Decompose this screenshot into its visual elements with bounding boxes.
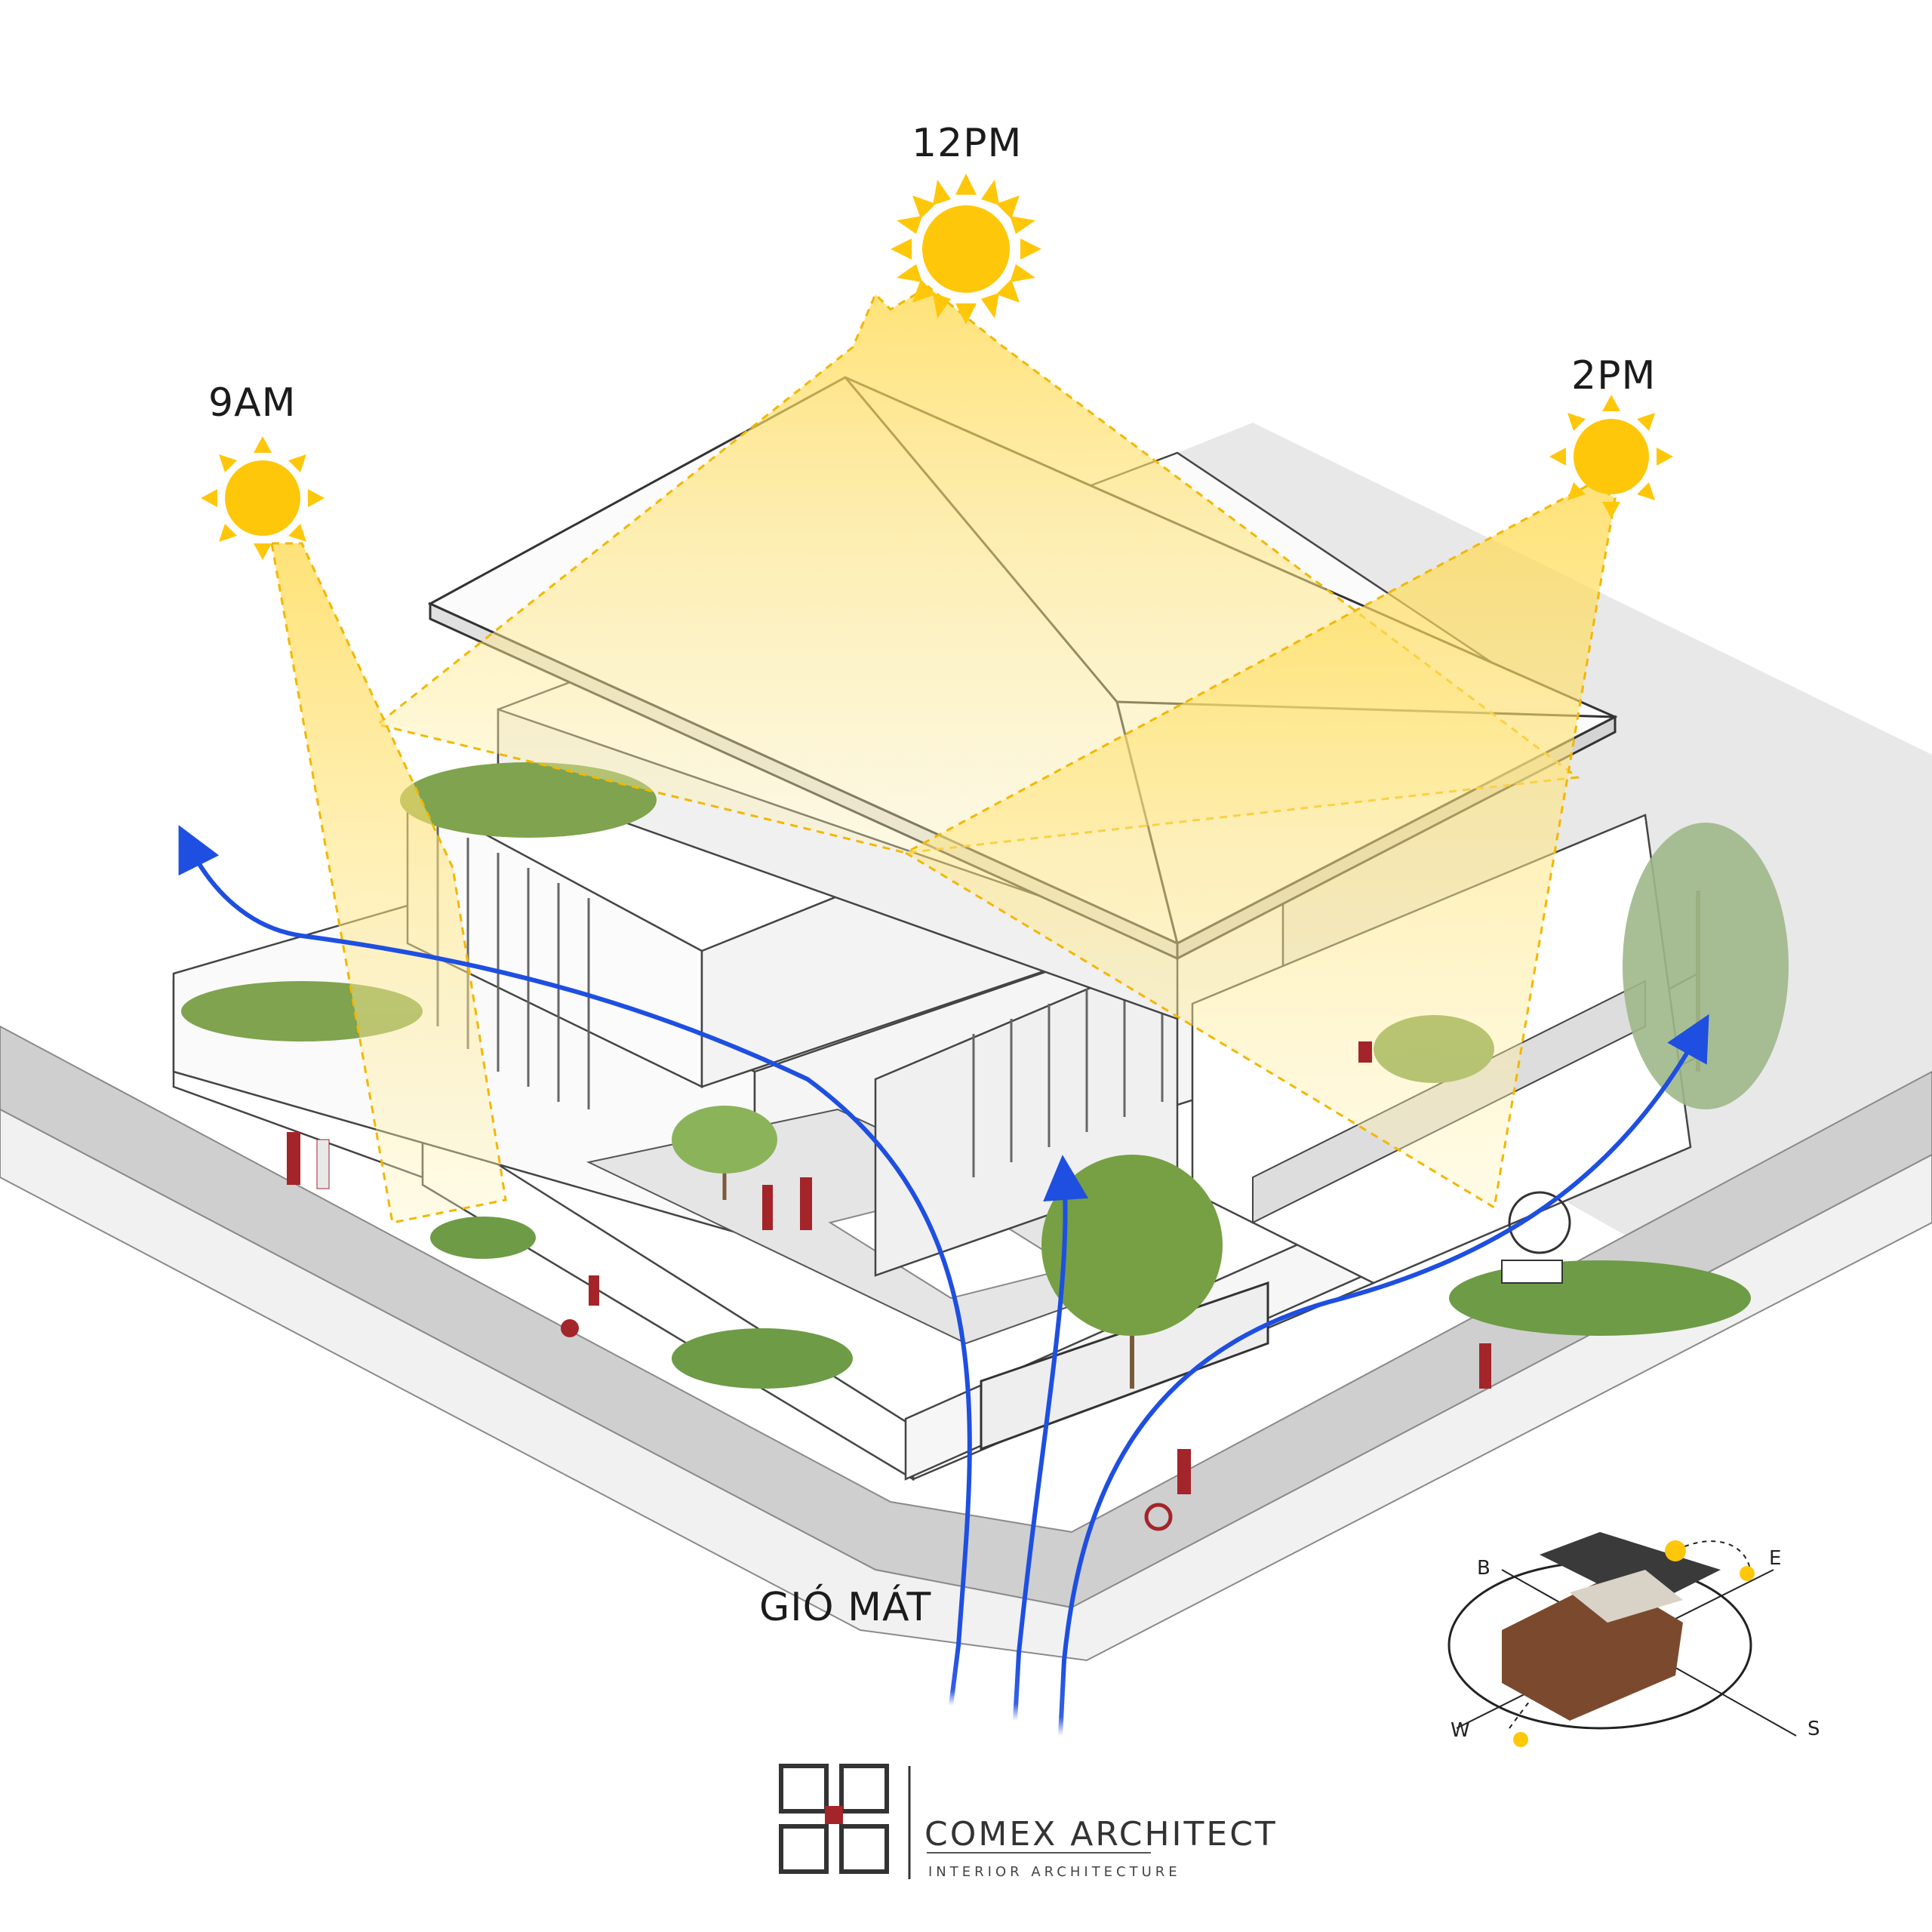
brand-name: COMEX ARCHITECT [924,1815,1278,1854]
brand-tagline: INTERIOR ARCHITECTURE [928,1864,1181,1880]
sun-icon-2pm [1549,395,1673,518]
compass-label-west: W [1451,1719,1470,1742]
label-12pm: 12PM [912,121,1023,166]
sun-beams [270,285,1617,1224]
label-wind: GIÓ MÁT [759,1585,932,1630]
wind-arrow-icon [1062,1014,1709,1663]
wind-arrow-icon [1017,1155,1089,1655]
compass-sun-icon [1665,1540,1686,1561]
people-figures [287,1041,1491,1531]
villa-sign [1501,1260,1563,1284]
logo-mark-icon [779,1764,889,1874]
label-9am: 9AM [208,380,297,426]
garage-ornament [1508,1191,1571,1254]
wind-arrows [178,825,1709,1738]
label-2pm: 2PM [1571,353,1657,398]
sun-icon-12pm [891,174,1041,325]
compass-sun-icon [1740,1566,1755,1581]
compass-label-north: B [1477,1557,1491,1580]
compass-sun-icon [1513,1732,1528,1747]
sun-icon-9am [201,436,325,560]
compass-label-east: E [1769,1547,1782,1570]
beam-9am [270,542,507,1224]
wind-arrow-icon [178,825,972,1647]
compass-label-south: S [1807,1718,1820,1740]
hedge [430,1217,1751,1389]
compass-icon [1447,1532,1797,1747]
house-model-icon [1502,1532,1721,1721]
